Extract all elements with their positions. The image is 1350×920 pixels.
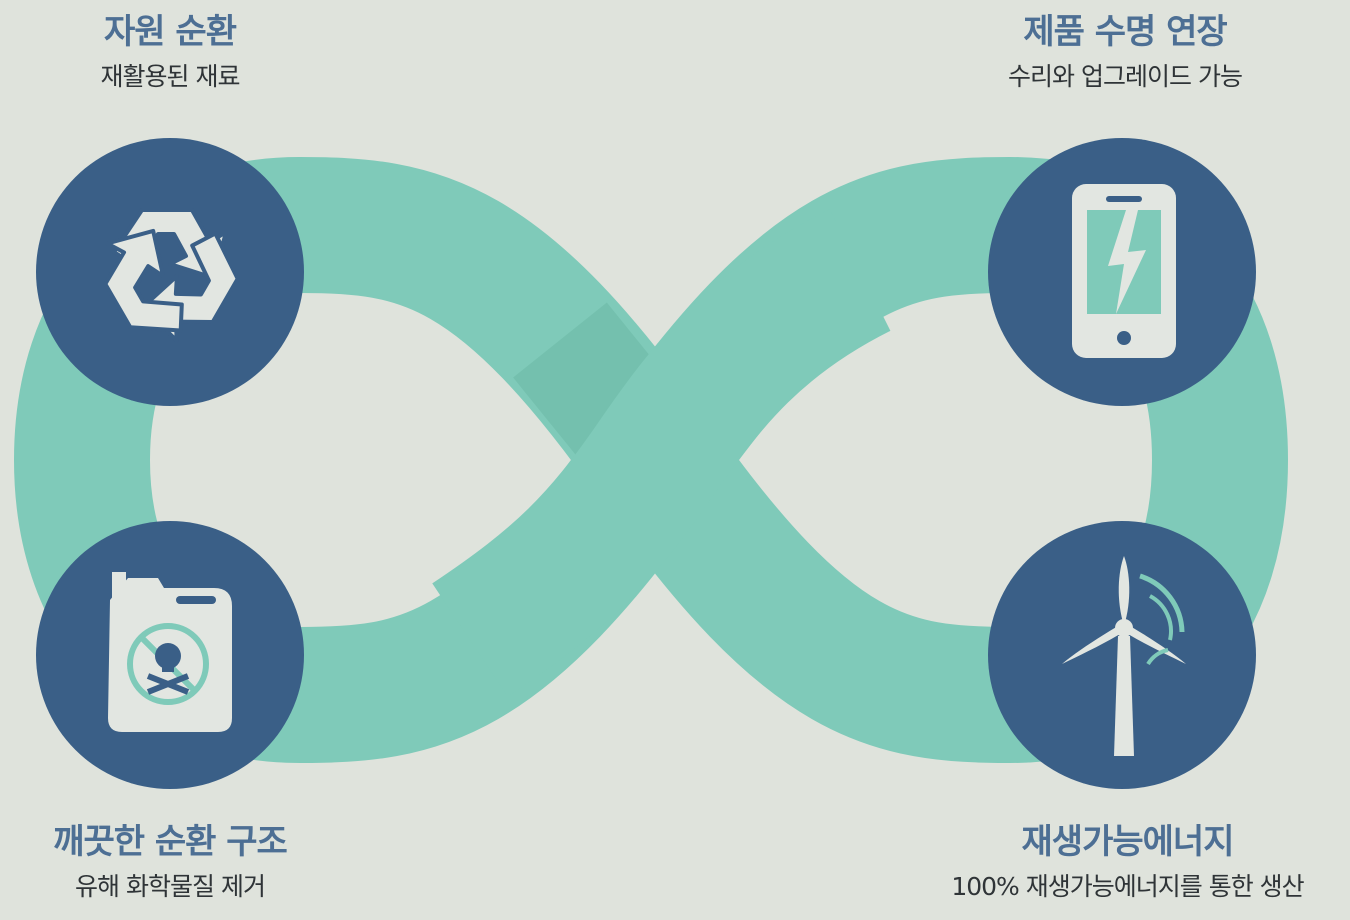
infinity-loop (13, 156, 1289, 764)
broken-phone-icon (1072, 184, 1176, 358)
node-top-right (988, 138, 1256, 406)
node-circle (36, 138, 304, 406)
infinity-loop-over-strand (432, 209, 892, 697)
node-title: 재생가능에너지 (1021, 822, 1235, 862)
node-subtitle: 유해 화학물질 제거 (75, 872, 266, 901)
node-top-left-label: 자원 순환 재활용된 재료 (40, 12, 300, 94)
infinity-loop-left (13, 156, 711, 764)
node-bottom-left-label: 깨끗한 순환 구조 유해 화학물질 제거 (20, 822, 320, 904)
node-subtitle: 수리와 업그레이드 가능 (1008, 62, 1243, 91)
infinity-loop-right (599, 156, 1289, 764)
node-subtitle: 재활용된 재료 (100, 62, 241, 91)
node-subtitle: 100% 재생가능에너지를 통한 생산 (951, 872, 1304, 901)
node-bottom-right-label: 재생가능에너지 100% 재생가능에너지를 통한 생산 (905, 822, 1350, 904)
node-title: 제품 수명 연장 (1023, 12, 1227, 52)
node-top-right-label: 제품 수명 연장 수리와 업그레이드 가능 (960, 12, 1290, 94)
toxic-free-canister-icon (108, 572, 232, 732)
recycle-icon (103, 208, 240, 343)
node-top-left (36, 138, 304, 406)
node-title: 자원 순환 (104, 12, 237, 52)
wind-turbine-icon (1062, 556, 1186, 756)
node-bottom-right (988, 521, 1256, 789)
node-title: 깨끗한 순환 구조 (53, 822, 288, 862)
node-bottom-left (36, 521, 304, 789)
